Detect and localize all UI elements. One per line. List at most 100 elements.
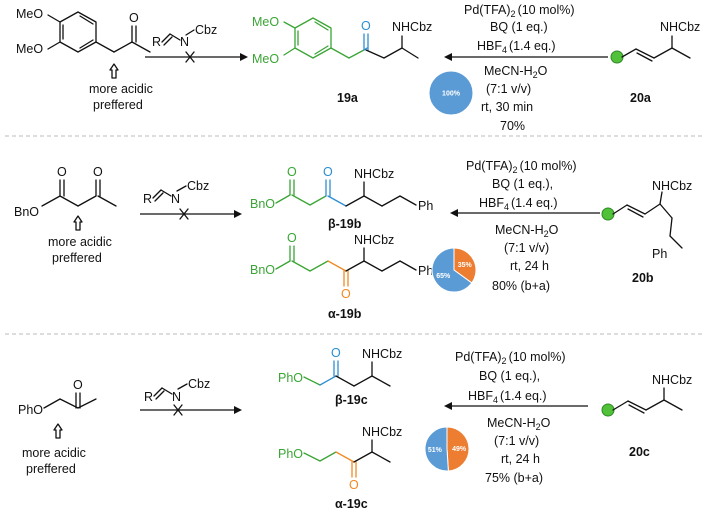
subscript: 4: [504, 202, 509, 212]
row-3: PhO O more acidic preffered R N Cbz: [18, 346, 692, 511]
substrate-group: MeO: [16, 7, 43, 21]
substrate-group: MeO: [16, 42, 43, 56]
time: rt, 30 min: [481, 100, 533, 114]
carbonyl-o: O: [287, 165, 297, 179]
product-group: PhO: [278, 447, 303, 461]
ratio: (7:1 v/v): [494, 434, 539, 448]
imine-n: N: [180, 35, 189, 49]
subscript: 4: [493, 395, 498, 405]
imine-n: N: [171, 192, 180, 206]
product-nh: NHCbz: [362, 347, 402, 361]
product-label: α-19b: [328, 307, 362, 321]
pie-slice-label: 49%: [452, 446, 467, 453]
substrate-group: BnO: [14, 205, 39, 219]
product-nh: NHCbz: [354, 167, 394, 181]
oxidant: BQ (1 eq.),: [492, 177, 553, 191]
catalyst: Pd(TFA): [464, 3, 511, 17]
oxidant: BQ (1 eq.),: [479, 369, 540, 383]
ratio: (7:1 v/v): [486, 82, 531, 96]
product-19a: MeO MeO O NHCbz 19a: [252, 15, 432, 105]
product-alpha-19c: PhO O NHCbz α-19c: [278, 425, 402, 511]
svg-text:HBF4(1.4 eq.): HBF4(1.4 eq.): [468, 389, 547, 405]
acid: HBF: [468, 389, 493, 403]
imine-n: N: [172, 390, 181, 404]
pie-slice: [446, 426, 470, 472]
svg-text:Pd(TFA)2(10 mol%): Pd(TFA)2(10 mol%): [466, 159, 577, 175]
svg-text:MeCN-H2O: MeCN-H2O: [495, 223, 559, 239]
product-ph: Ph: [418, 199, 433, 213]
product-group: BnO: [250, 263, 275, 277]
acid-loading: (1.4 eq.): [509, 39, 556, 53]
substrate-1: O MeO MeO more acidic preffered: [16, 7, 153, 112]
imine-crossed-arrow-1: R N Cbz: [145, 23, 248, 63]
carbonyl-o: O: [323, 165, 333, 179]
solvent: MeCN-H: [495, 223, 544, 237]
carbonyl-o: O: [287, 231, 297, 245]
catalyst: Pd(TFA): [466, 159, 513, 173]
substrate-note: preffered: [26, 462, 76, 476]
imine-r: R: [144, 390, 153, 404]
carbonyl-o: O: [73, 378, 83, 392]
catalyst: Pd(TFA): [455, 350, 502, 364]
subscript: 2: [511, 9, 516, 19]
product-nh: NHCbz: [392, 20, 432, 34]
substrate-group: PhO: [18, 403, 43, 417]
up-arrow-icon: [109, 63, 119, 79]
pd-sphere-icon: [610, 50, 624, 64]
ratio: (7:1 v/v): [504, 241, 549, 255]
pie-slice-label: 65%: [436, 273, 451, 280]
pie-slice: [431, 247, 473, 293]
solvent-suffix: O: [541, 416, 551, 430]
catalyst-loading: (10 mol%): [520, 159, 577, 173]
subscript: 2: [502, 356, 507, 366]
pie-slice-label: 51%: [428, 447, 443, 454]
carbonyl-o: O: [129, 11, 139, 25]
yield: 75% (b+a): [485, 471, 543, 485]
carbonyl-o: O: [93, 165, 103, 179]
subscript: 2: [533, 70, 538, 80]
time: rt, 24 h: [510, 259, 549, 273]
pd-sphere-icon: [601, 403, 615, 417]
acid: HBF: [479, 196, 504, 210]
solvent: MeCN-H: [487, 416, 536, 430]
imine-crossed-arrow-2: R N Cbz: [140, 179, 242, 220]
allyl-nh: NHCbz: [652, 179, 692, 193]
yield: 70%: [500, 119, 525, 133]
up-arrow-icon: [53, 423, 63, 439]
svg-text:HBF4(1.4 eq.): HBF4(1.4 eq.): [477, 39, 556, 55]
time: rt, 24 h: [501, 452, 540, 466]
conditions-3: Pd(TFA)2(10 mol%) BQ (1 eq.), HBF4(1.4 e…: [424, 350, 588, 485]
row-1: O MeO MeO more acidic preffered R N Cbz: [16, 3, 700, 133]
acid-loading: (1.4 eq.): [511, 196, 558, 210]
allyl-label: 20a: [630, 91, 652, 105]
acid: HBF: [477, 39, 502, 53]
carbonyl-o: O: [57, 165, 67, 179]
product-group: MeO: [252, 15, 279, 29]
substrate-note: preffered: [52, 251, 102, 265]
product-label: 19a: [337, 91, 359, 105]
conditions-1: Pd(TFA)2(10 mol%) BQ (1 eq.) HBF4(1.4 eq…: [428, 3, 608, 133]
imine-cbz: Cbz: [187, 179, 209, 193]
allyl-substrate-20b: NHCbz Ph 20b: [601, 179, 692, 285]
product-alpha-19b: BnO O O NHCbz Ph α-19b: [250, 231, 433, 321]
subscript: 2: [513, 165, 518, 175]
carbonyl-o: O: [361, 19, 371, 33]
catalyst-loading: (10 mol%): [518, 3, 575, 17]
pie-slice: [428, 70, 474, 116]
pie-slice-label: 100%: [442, 91, 461, 98]
allyl-substrate-20c: NHCbz 20c: [601, 373, 692, 459]
allyl-ph: Ph: [652, 247, 667, 261]
substrate-note: more acidic: [48, 235, 112, 249]
ratio-pie-chart: 49% 51%: [424, 426, 470, 472]
product-label: α-19c: [335, 497, 368, 511]
solvent: MeCN-H: [484, 64, 533, 78]
pie-slice: [424, 426, 449, 472]
allyl-label: 20c: [629, 445, 650, 459]
subscript: 2: [536, 422, 541, 432]
substrate-note: more acidic: [22, 446, 86, 460]
allyl-nh: NHCbz: [660, 20, 700, 34]
pd-sphere-icon: [601, 207, 615, 221]
product-nh: NHCbz: [362, 425, 402, 439]
product-label: β-19c: [335, 393, 368, 407]
